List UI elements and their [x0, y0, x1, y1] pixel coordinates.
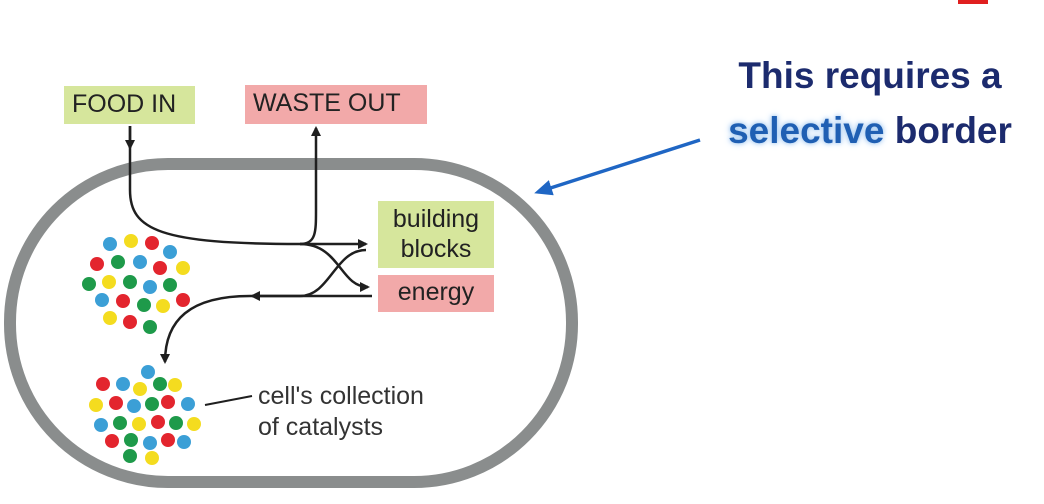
waste-out-label: WASTE OUT	[245, 85, 427, 124]
lower-catalyst-cluster	[89, 365, 201, 465]
food-in-label: FOOD IN	[64, 86, 195, 124]
upper-catalyst-cluster	[82, 234, 190, 334]
energy-to-blocks-arrow	[299, 248, 367, 298]
callout-highlight-word: selective	[728, 110, 885, 151]
catalysts-label: cell's collection of catalysts	[258, 381, 424, 443]
catalysts-line2: of catalysts	[258, 413, 384, 441]
slide-corner-mark	[958, 0, 988, 4]
catalysts-line1: cell's collection	[258, 382, 424, 410]
callout-line2-rest: border	[894, 110, 1012, 151]
food-in-arrow	[128, 126, 368, 249]
callout-arrow	[534, 138, 701, 196]
callout-line2: selective border	[700, 103, 1040, 158]
energy-to-catalysts-arrow	[160, 294, 372, 364]
energy-label: energy	[378, 275, 494, 312]
building-blocks-label: building blocks	[378, 201, 494, 268]
building-blocks-line2: blocks	[400, 235, 472, 263]
building-blocks-line1: building	[392, 205, 480, 233]
catalysts-leader-line	[204, 395, 253, 406]
callout-text: This requires a selective border	[700, 48, 1040, 158]
callout-line1: This requires a	[738, 55, 1002, 96]
